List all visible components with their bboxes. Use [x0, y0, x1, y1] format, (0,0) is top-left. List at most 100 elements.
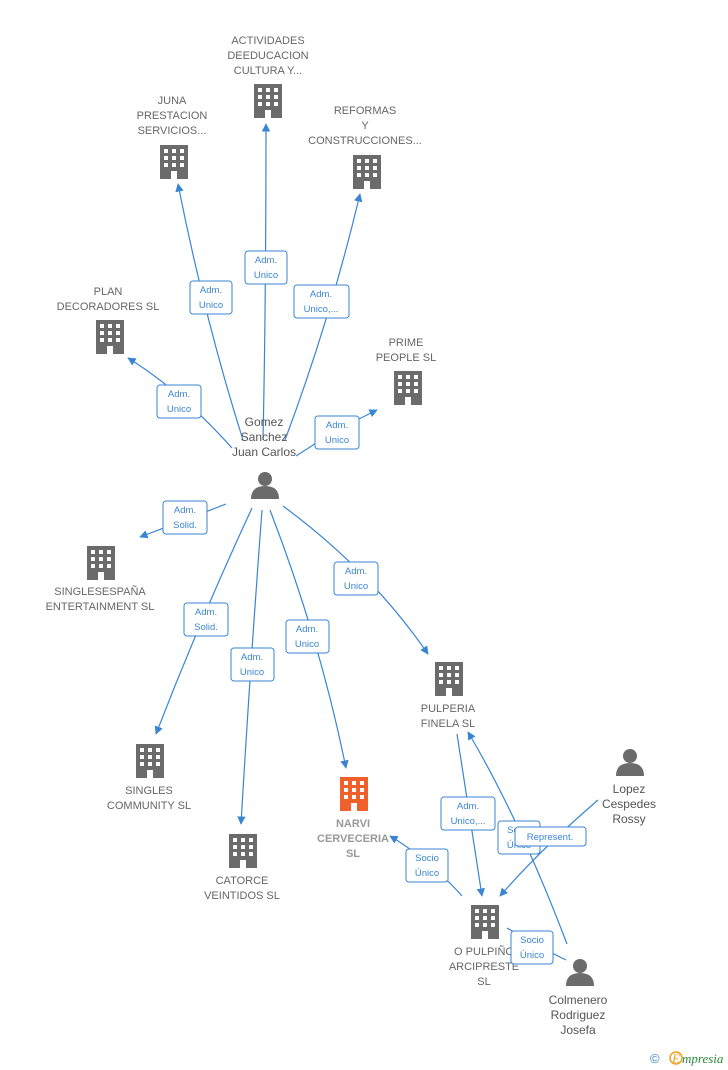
- relation-line: Adm.: [345, 566, 367, 577]
- brand-logo-icon: [669, 1051, 683, 1065]
- relation-badge-singles-community[interactable]: Adm. Solid.: [183, 602, 229, 637]
- node-label-line: SL: [477, 976, 490, 988]
- relation-line: Adm.: [296, 624, 318, 635]
- node-label-line: Cespedes: [602, 797, 656, 811]
- relation-line: Unico,...: [304, 304, 339, 315]
- edge-gomez-juna: [175, 183, 244, 441]
- building-icon: [471, 905, 499, 939]
- node-label-line: REFORMAS: [334, 105, 396, 117]
- node-label-line: NARVI: [336, 818, 370, 830]
- relation-line: Adm.: [195, 607, 217, 618]
- relation-badge-reformas[interactable]: Adm. Unico,...: [293, 284, 350, 319]
- node-label-line: SERVICIOS...: [138, 125, 207, 137]
- node-label-line: O PULPIÑO: [454, 945, 514, 958]
- node-label-line: ARCIPRESTE: [449, 961, 519, 973]
- person-icon: [251, 472, 279, 499]
- node-narvi[interactable]: NARVI CERVECERIA SL: [317, 777, 389, 860]
- node-pulperia[interactable]: PULPERIA FINELA SL: [421, 662, 476, 730]
- brand-initial: E: [671, 1051, 680, 1066]
- node-label-line: Lopez: [613, 782, 646, 796]
- building-icon: [136, 744, 164, 778]
- person-icon: [616, 749, 644, 776]
- relation-line: Socio: [415, 853, 439, 864]
- relation-line: Único: [415, 868, 439, 879]
- relation-badge-juna[interactable]: Adm. Unico: [189, 280, 233, 315]
- node-actividades[interactable]: ACTIVIDADES DEEDUCACION CULTURA Y...: [227, 35, 309, 118]
- node-gomez[interactable]: Gomez Sanchez Juan Carlos: [232, 415, 296, 499]
- node-label-line: PEOPLE SL: [376, 352, 437, 364]
- relation-line: Único: [520, 950, 544, 961]
- relation-badge-plan[interactable]: Adm. Unico: [156, 384, 202, 419]
- relation-badge-pulpino-narvi[interactable]: Socio Único: [405, 848, 449, 883]
- relation-badge-catorce[interactable]: Adm. Unico: [230, 647, 275, 682]
- relation-badge-pulperia[interactable]: Adm. Unico: [333, 561, 379, 596]
- node-label-line: Gomez: [245, 415, 284, 429]
- edge-lopez-pulpino: [499, 799, 599, 897]
- node-catorce[interactable]: CATORCE VEINTIDOS SL: [204, 834, 280, 902]
- relation-line: Adm.: [241, 652, 263, 663]
- building-icon: [353, 155, 381, 189]
- node-singles-community[interactable]: SINGLES COMMUNITY SL: [107, 744, 191, 812]
- person-icon: [566, 959, 594, 986]
- node-label-line: Juan Carlos: [232, 445, 296, 459]
- brand-name: mpresia: [682, 1051, 724, 1066]
- relation-line: Unico: [325, 435, 349, 446]
- relation-line: Socio: [520, 935, 544, 946]
- building-icon: [394, 371, 422, 405]
- relation-line: Solid.: [194, 622, 218, 633]
- building-icon: [254, 84, 282, 118]
- node-label-line: CONSTRUCCIONES...: [308, 135, 422, 147]
- relation-line: Adm.: [255, 255, 277, 266]
- relation-line: Solid.: [173, 520, 197, 531]
- node-label-line: FINELA SL: [421, 718, 475, 730]
- relation-badge-lopez-pulpino[interactable]: Represent.: [514, 826, 587, 847]
- relation-badge-pulpino-pulperia[interactable]: Adm. Unico,...: [440, 796, 496, 831]
- node-label-line: SINGLESESPAÑA: [54, 585, 146, 598]
- node-pulpino[interactable]: O PULPIÑO ARCIPRESTE SL: [449, 905, 519, 988]
- relation-line: Unico: [167, 404, 191, 415]
- node-label-line: Sanchez: [241, 430, 288, 444]
- node-label-line: Rodriguez: [551, 1008, 606, 1022]
- relation-line: Adm.: [174, 505, 196, 516]
- node-label-line: DECORADORES SL: [57, 301, 160, 313]
- node-label-line: VEINTIDOS SL: [204, 890, 280, 902]
- relation-badge-narvi[interactable]: Adm. Unico: [285, 619, 330, 654]
- node-label-line: CATORCE: [216, 875, 269, 887]
- relation-badge-prime[interactable]: Adm. Unico: [314, 415, 360, 450]
- relation-badge-singlesespana[interactable]: Adm. Solid.: [162, 500, 208, 535]
- node-label-line: CERVECERIA: [317, 833, 389, 845]
- node-label-line: PRESTACION: [137, 110, 208, 122]
- relation-line: Adm.: [326, 420, 348, 431]
- relation-line: Unico: [199, 300, 223, 311]
- building-icon: [160, 145, 188, 179]
- node-label-line: Y: [361, 120, 369, 132]
- relation-line: Unico: [295, 639, 319, 650]
- node-juna[interactable]: JUNA PRESTACION SERVICIOS...: [137, 95, 208, 179]
- building-icon: [340, 777, 368, 811]
- node-label-line: COMMUNITY SL: [107, 800, 191, 812]
- footer-brand[interactable]: © E mpresia: [650, 1051, 724, 1066]
- node-label-line: SL: [346, 848, 360, 860]
- node-colmenero[interactable]: Colmenero Rodriguez Josefa: [549, 959, 608, 1037]
- relation-badge-colmenero-pulpino[interactable]: Socio Único: [510, 930, 554, 965]
- relation-line: Adm.: [457, 801, 479, 812]
- node-lopez[interactable]: Lopez Cespedes Rossy: [602, 749, 656, 826]
- node-label-line: JUNA: [158, 95, 187, 107]
- node-prime[interactable]: PRIME PEOPLE SL: [376, 337, 437, 405]
- relation-line: Adm.: [200, 285, 222, 296]
- node-label-line: ENTERTAINMENT SL: [46, 601, 155, 613]
- node-label-line: CULTURA Y...: [234, 65, 302, 77]
- building-icon: [87, 546, 115, 580]
- copyright-icon: ©: [650, 1051, 660, 1066]
- relation-line: Unico: [240, 667, 264, 678]
- node-label-line: Colmenero: [549, 993, 608, 1007]
- relation-badge-actividades[interactable]: Adm. Unico: [244, 250, 288, 285]
- relation-line: Unico: [254, 270, 278, 281]
- node-label-line: Rossy: [612, 812, 645, 826]
- node-reformas[interactable]: REFORMAS Y CONSTRUCCIONES...: [308, 105, 422, 189]
- relation-line: Unico: [344, 581, 368, 592]
- edge-gomez-actividades: [261, 123, 271, 441]
- node-plan[interactable]: PLAN DECORADORES SL: [57, 286, 160, 354]
- node-singlesespana[interactable]: SINGLESESPAÑA ENTERTAINMENT SL: [46, 546, 155, 613]
